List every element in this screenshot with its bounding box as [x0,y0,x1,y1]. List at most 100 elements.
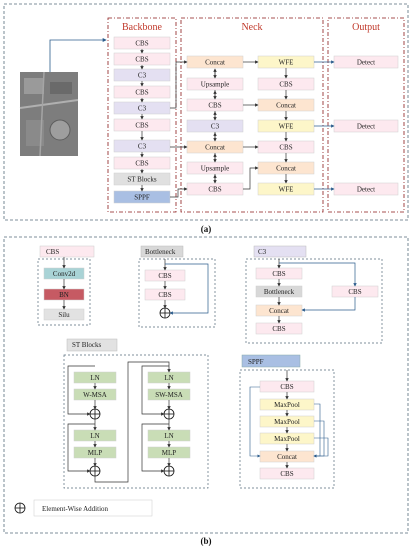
cbs-module-item-silu: Silu [43,308,85,321]
neck-left-block-upsample: Upsample [186,77,244,91]
c3-title: C3 [258,248,267,256]
c3-item-cbs: CBS [255,322,303,335]
svg-text:WFE: WFE [279,185,294,193]
svg-text:MaxPool: MaxPool [274,401,300,409]
svg-text:CBS: CBS [135,39,148,47]
cbs-module-item-conv2d: Conv2d [43,267,85,280]
legend-label-box [33,499,153,517]
svg-text:MaxPool: MaxPool [274,418,300,426]
sppf-title: SPPF [248,358,264,366]
st-blocks-title: ST Blocks [72,341,102,349]
backbone-header: Backbone [122,22,163,33]
svg-text:CBS: CBS [135,88,148,96]
svg-text:ST Blocks: ST Blocks [127,175,157,183]
sppf-item-maxpool: MaxPool [259,398,315,411]
svg-text:CBS: CBS [158,291,171,299]
svg-text:LN: LN [90,374,99,382]
c3-item-cbs: CBS [331,285,379,298]
st-right-ln: LN [147,429,191,442]
svg-text:Silu: Silu [58,311,70,319]
svg-text:CBS: CBS [208,185,221,193]
bottleneck-item-cbs: CBS [144,288,186,301]
output-block-detect: Detect [333,119,399,133]
skip-feed-arrow [249,386,261,458]
element-wise-addition-icon [159,307,171,319]
svg-text:SW-MSA: SW-MSA [155,391,183,399]
pool-feed-arrow [313,403,321,458]
legend: Element-Wise Addition [14,499,153,517]
bottleneck-title-box [140,245,184,258]
svg-text:CBS: CBS [348,288,361,296]
svg-text:CBS: CBS [279,80,292,88]
svg-text:Concat: Concat [277,453,297,461]
output-block-detect: Detect [333,182,399,196]
neck-right-block-wfe: WFE [257,182,315,196]
output-block-detect: Detect [333,55,399,69]
bottleneck-frame [138,258,216,328]
sppf-item-concat: Concat [259,450,315,463]
neck-frame [180,17,324,213]
backbone-block-cbs: CBS [113,36,171,50]
cbs-module-title-box [39,245,95,258]
neck-right-block-cbs: CBS [257,77,315,91]
svg-text:C3: C3 [138,71,147,79]
part-b-frame [3,236,409,534]
pool-feed-arrow [313,437,329,458]
part-a-diagram: Backbone Neck Output CBSCBSC3CBSC3CBSC3C… [3,3,409,234]
svg-text:WFE: WFE [279,58,294,66]
c3-frame [245,258,383,344]
backbone-block-cbs: CBS [113,85,171,99]
neck-left-block-concat: Concat [186,140,244,154]
part-a-frame [3,3,409,221]
svg-text:Concat: Concat [276,164,296,172]
svg-text:Detect: Detect [357,122,375,130]
output-frame [327,17,405,213]
element-wise-addition-icon [14,502,26,514]
element-wise-addition-icon [163,408,175,420]
svg-text:Detect: Detect [357,185,375,193]
svg-text:CBS: CBS [135,121,148,129]
backbone-block-cbs: CBS [113,118,171,132]
svg-text:CBS: CBS [208,101,221,109]
neck-right-block-wfe: WFE [257,55,315,69]
cbs-module-title: CBS [46,248,59,256]
connection-arrow [243,166,259,190]
svg-text:Bottleneck: Bottleneck [264,288,295,296]
sppf-title-box [241,354,301,368]
svg-text:Concat: Concat [205,143,225,151]
svg-text:CBS: CBS [272,325,285,333]
backbone-block-c3: C3 [113,101,171,115]
neck-left-block-cbs: CBS [186,182,244,196]
element-wise-addition-icon [163,465,175,477]
bottleneck-title: Bottleneck [145,248,176,256]
branch-arrow [279,262,357,287]
svg-text:CBS: CBS [280,383,293,391]
st-left-mlp: MLP [73,446,117,459]
residual-arrow [67,365,95,416]
svg-text:MLP: MLP [162,449,177,457]
part-a-caption: (a) [201,224,212,234]
svg-text:LN: LN [164,432,173,440]
svg-text:SPPF: SPPF [134,193,150,201]
backbone-block-st-blocks: ST Blocks [113,172,171,186]
output-header: Output [352,22,380,33]
backbone-block-cbs: CBS [113,52,171,66]
st-left-w-msa: W-MSA [73,388,117,401]
st-blocks-title-box [66,338,118,352]
residual-arrow [141,423,169,473]
part-b-caption: (b) [201,536,212,546]
svg-text:CBS: CBS [272,270,285,278]
svg-text:Detect: Detect [357,58,375,66]
cbs-module-item-bn: BN [43,288,85,301]
neck-left-block-c3: C3 [186,119,244,133]
input-arrow [49,38,107,72]
svg-text:W-MSA: W-MSA [83,391,107,399]
c3-item-bottleneck: Bottleneck [255,285,303,298]
sppf-item-maxpool: MaxPool [259,415,315,428]
